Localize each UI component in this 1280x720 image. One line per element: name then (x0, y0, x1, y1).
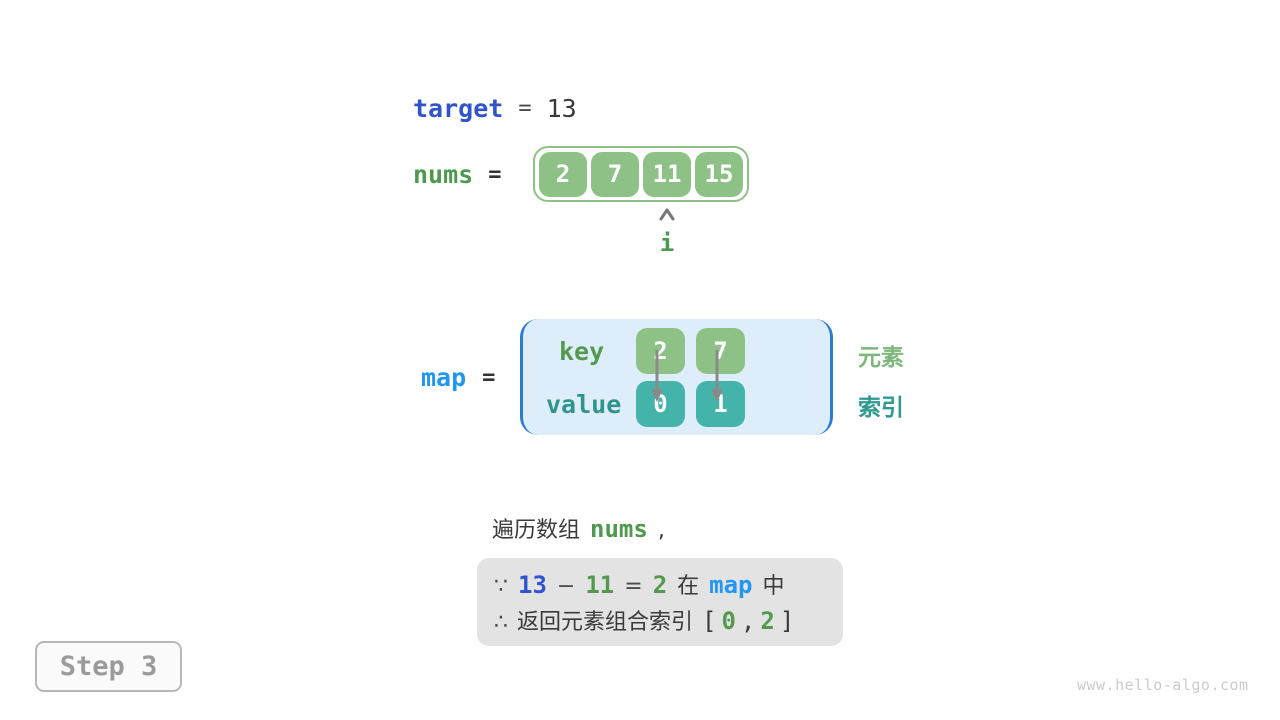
caption-comma: , (657, 518, 665, 543)
target-label: target (413, 94, 504, 123)
because-symbol: ∵ (494, 574, 508, 599)
nums-array: 2 7 11 15 (533, 146, 749, 202)
caption-prefix: 遍历数组 (492, 518, 581, 543)
target-value: 13 (546, 94, 577, 123)
target-row: target = 13 (413, 94, 577, 123)
index-pointer-label: i (659, 229, 675, 257)
nums-label: nums (413, 160, 474, 189)
minuend: 13 (518, 571, 547, 599)
conclusion-line-1: ∵ 13 − 11 = 2 在 map 中 (494, 568, 843, 600)
map-equals: = (482, 365, 496, 390)
caption: 遍历数组 nums , (492, 512, 665, 544)
map-key-cell: 2 (636, 328, 685, 374)
target-equals: = (518, 96, 532, 121)
step-badge: Step 3 (35, 641, 182, 692)
map-value-label: value (546, 390, 622, 419)
nums-label-row: nums = (413, 160, 501, 189)
zhong-word: 中 (762, 574, 785, 599)
conclusion-box: ∵ 13 − 11 = 2 在 map 中 ∴ 返回元素组合索引 [ 0 , 2… (477, 558, 843, 646)
nums-array-cell: 15 (695, 151, 743, 197)
result-index-2: 2 (760, 607, 775, 635)
conclusion-text: 返回元素组合索引 (517, 610, 694, 635)
map-word: map (709, 571, 753, 599)
subtrahend: 11 (585, 571, 615, 599)
map-key-label: key (559, 337, 605, 366)
nums-array-cell: 2 (539, 151, 587, 197)
caption-nums-code: nums (590, 515, 648, 543)
map-value-cell: 1 (696, 381, 745, 427)
in-word: 在 (677, 574, 700, 599)
therefore-symbol: ∴ (494, 610, 508, 635)
bracket-close: ] (779, 607, 795, 635)
index-side-label: 索引 (858, 395, 904, 421)
nums-array-cell: 7 (591, 151, 639, 197)
watermark: www.hello-algo.com (1077, 676, 1249, 694)
map-label-row: map = (421, 363, 495, 392)
minus-sign: − (556, 574, 576, 599)
conclusion-line-2: ∴ 返回元素组合索引 [ 0 , 2 ] (494, 604, 843, 636)
nums-equals: = (488, 162, 502, 187)
result-comma: , (740, 607, 756, 635)
map-key-cell: 7 (696, 328, 745, 374)
bracket-open: [ (702, 607, 717, 635)
map-container: key value 2 7 0 1 (520, 319, 833, 435)
chevron-up-icon (659, 208, 675, 221)
difference: 2 (652, 571, 668, 599)
element-side-label: 元素 (858, 345, 904, 371)
map-label: map (421, 363, 467, 392)
equals-sign: = (624, 574, 643, 599)
map-value-cell: 0 (636, 381, 685, 427)
step-badge-label: Step 3 (59, 651, 158, 682)
result-index-1: 0 (721, 607, 736, 635)
nums-array-cell: 11 (643, 151, 691, 197)
